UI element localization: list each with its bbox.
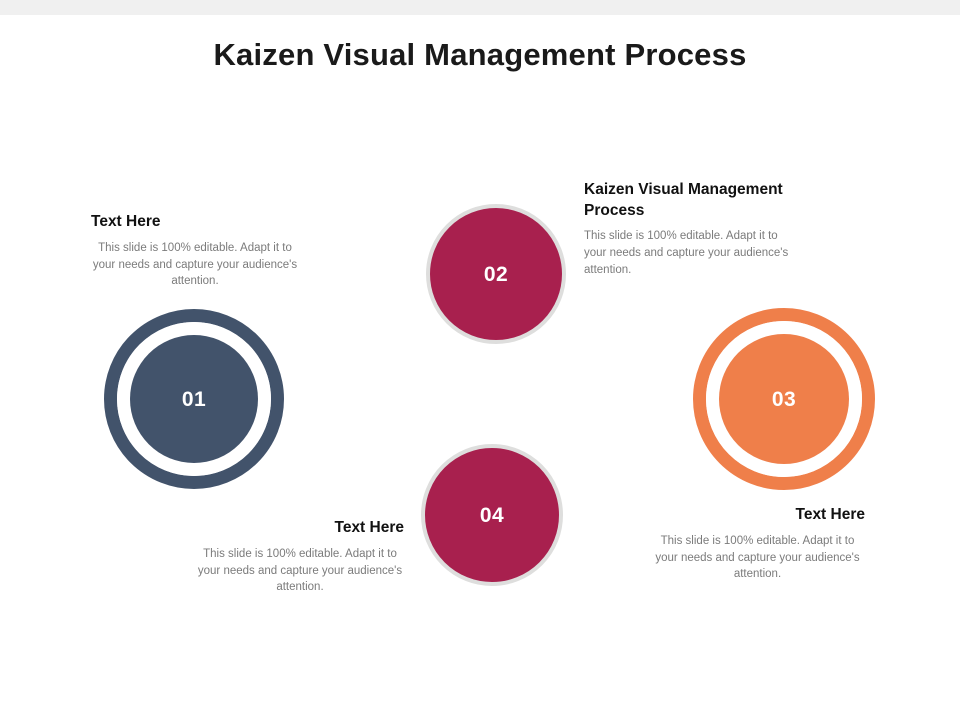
step-text-block-02: Kaizen Visual Management Process This sl… — [584, 180, 799, 279]
step-body-04: This slide is 100% editable. Adapt it to… — [197, 547, 403, 594]
step-heading-03: Text Here — [795, 506, 866, 523]
step-heading-02: Kaizen Visual Management Process — [584, 181, 783, 219]
step-text-block-01: Text Here This slide is 100% editable. A… — [91, 212, 303, 290]
step-circle-01-gap: 01 — [117, 322, 271, 476]
step-body-01: This slide is 100% editable. Adapt it to… — [92, 241, 298, 288]
step-number-03: 03 — [771, 387, 797, 411]
step-number-04: 04 — [479, 503, 505, 527]
step-circle-01-inner: 01 — [130, 335, 258, 463]
step-circle-03-gap: 03 — [706, 321, 862, 477]
step-circle-03-inner: 03 — [719, 334, 849, 464]
top-band — [0, 0, 960, 15]
step-circle-01[interactable]: 01 — [104, 309, 284, 489]
page-title: Kaizen Visual Management Process — [213, 37, 747, 72]
step-circle-03[interactable]: 03 — [693, 308, 875, 490]
step-body-02: This slide is 100% editable. Adapt it to… — [584, 230, 789, 276]
step-heading-04: Text Here — [334, 519, 405, 536]
step-body-03: This slide is 100% editable. Adapt it to… — [655, 534, 860, 581]
step-text-block-03: Text Here This slide is 100% editable. A… — [650, 505, 865, 583]
step-text-block-04: Text Here This slide is 100% editable. A… — [196, 518, 404, 596]
step-heading-01: Text Here — [91, 213, 161, 230]
step-number-02: 02 — [483, 262, 509, 286]
step-number-01: 01 — [181, 387, 207, 411]
step-circle-04[interactable]: 04 — [421, 444, 563, 586]
step-circle-02[interactable]: 02 — [426, 204, 566, 344]
